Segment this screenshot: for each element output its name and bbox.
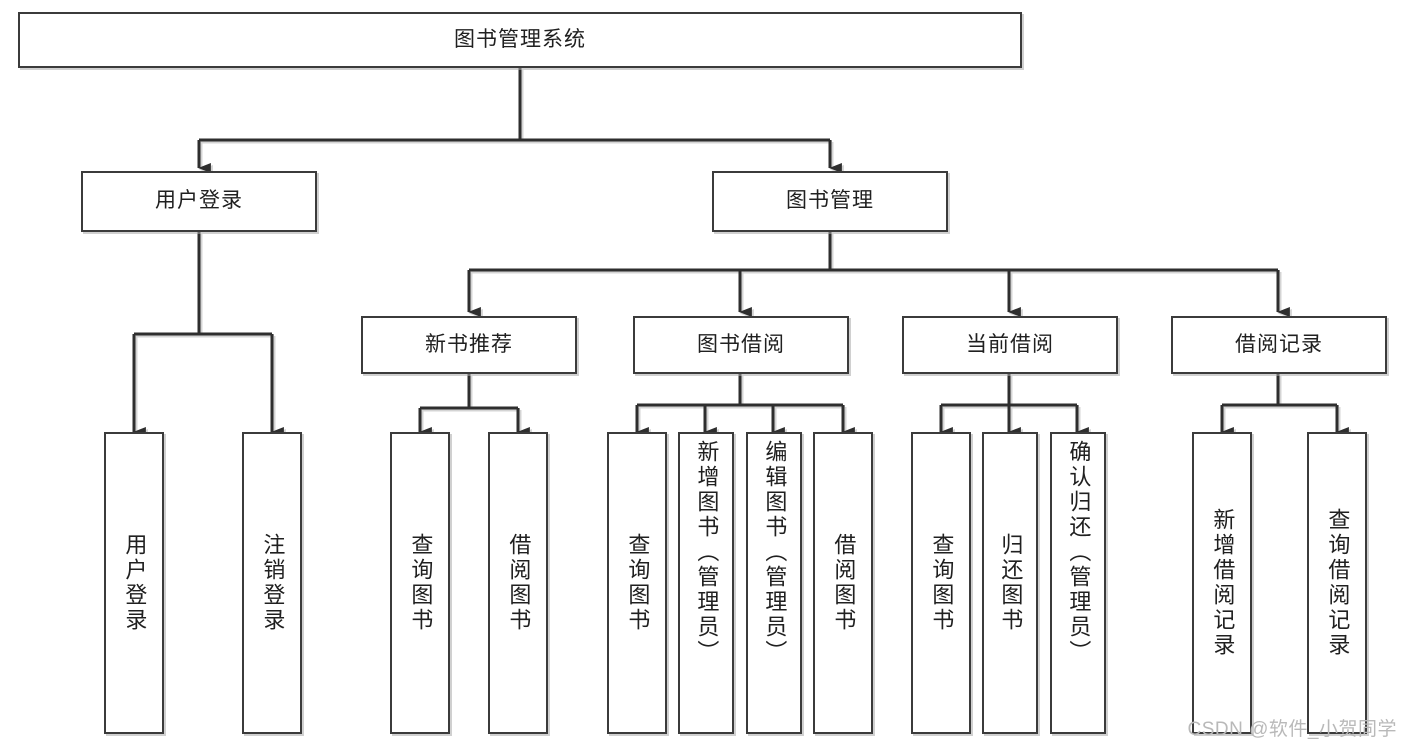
node-borrow-record[interactable]: 借阅记录 [1171,316,1387,374]
leaf-query-borrow-record-label: 查询借阅记录 [1325,508,1351,658]
leaf-logout[interactable]: 注销登录 [242,432,302,734]
node-new-book-recommend-label: 新书推荐 [425,332,513,356]
leaf-borrow-book-recommend[interactable]: 借阅图书 [488,432,548,734]
leaf-edit-book-admin-label: 编辑图书（管理员） [762,440,788,665]
node-book-borrow[interactable]: 图书借阅 [633,316,849,374]
leaf-borrow-book-label: 借阅图书 [831,533,857,633]
leaf-user-login-label: 用户登录 [122,533,148,633]
leaf-query-book-current-label: 查询图书 [929,533,955,633]
leaf-query-borrow-record[interactable]: 查询借阅记录 [1307,432,1367,734]
node-root-system-label: 图书管理系统 [454,27,586,51]
leaf-confirm-return-admin[interactable]: 确认归还（管理员） [1050,432,1106,734]
leaf-user-login[interactable]: 用户登录 [104,432,164,734]
leaf-logout-label: 注销登录 [260,533,286,633]
leaf-return-book-label: 归还图书 [998,533,1024,633]
leaf-query-book-recommend[interactable]: 查询图书 [390,432,450,734]
leaf-borrow-book-recommend-label: 借阅图书 [506,533,532,633]
leaf-add-book-admin-label: 新增图书（管理员） [694,440,720,665]
node-book-borrow-label: 图书借阅 [697,332,785,356]
leaf-return-book[interactable]: 归还图书 [982,432,1038,734]
node-book-management-label: 图书管理 [786,189,874,213]
node-book-management[interactable]: 图书管理 [712,171,948,232]
node-root-system[interactable]: 图书管理系统 [18,12,1022,68]
leaf-confirm-return-admin-label: 确认归还（管理员） [1066,440,1092,665]
leaf-query-book-borrow-label: 查询图书 [625,533,651,633]
node-current-borrow-label: 当前借阅 [966,332,1054,356]
node-user-login-label: 用户登录 [155,189,243,213]
node-new-book-recommend[interactable]: 新书推荐 [361,316,577,374]
node-borrow-record-label: 借阅记录 [1235,332,1323,356]
node-user-login[interactable]: 用户登录 [81,171,317,232]
leaf-query-book-recommend-label: 查询图书 [408,533,434,633]
leaf-edit-book-admin[interactable]: 编辑图书（管理员） [746,432,802,734]
leaf-add-book-admin[interactable]: 新增图书（管理员） [678,432,734,734]
leaf-borrow-book[interactable]: 借阅图书 [813,432,873,734]
node-current-borrow[interactable]: 当前借阅 [902,316,1118,374]
leaf-add-borrow-record-label: 新增借阅记录 [1210,508,1236,658]
leaf-query-book-borrow[interactable]: 查询图书 [607,432,667,734]
leaf-query-book-current[interactable]: 查询图书 [911,432,971,734]
leaf-add-borrow-record[interactable]: 新增借阅记录 [1192,432,1252,734]
